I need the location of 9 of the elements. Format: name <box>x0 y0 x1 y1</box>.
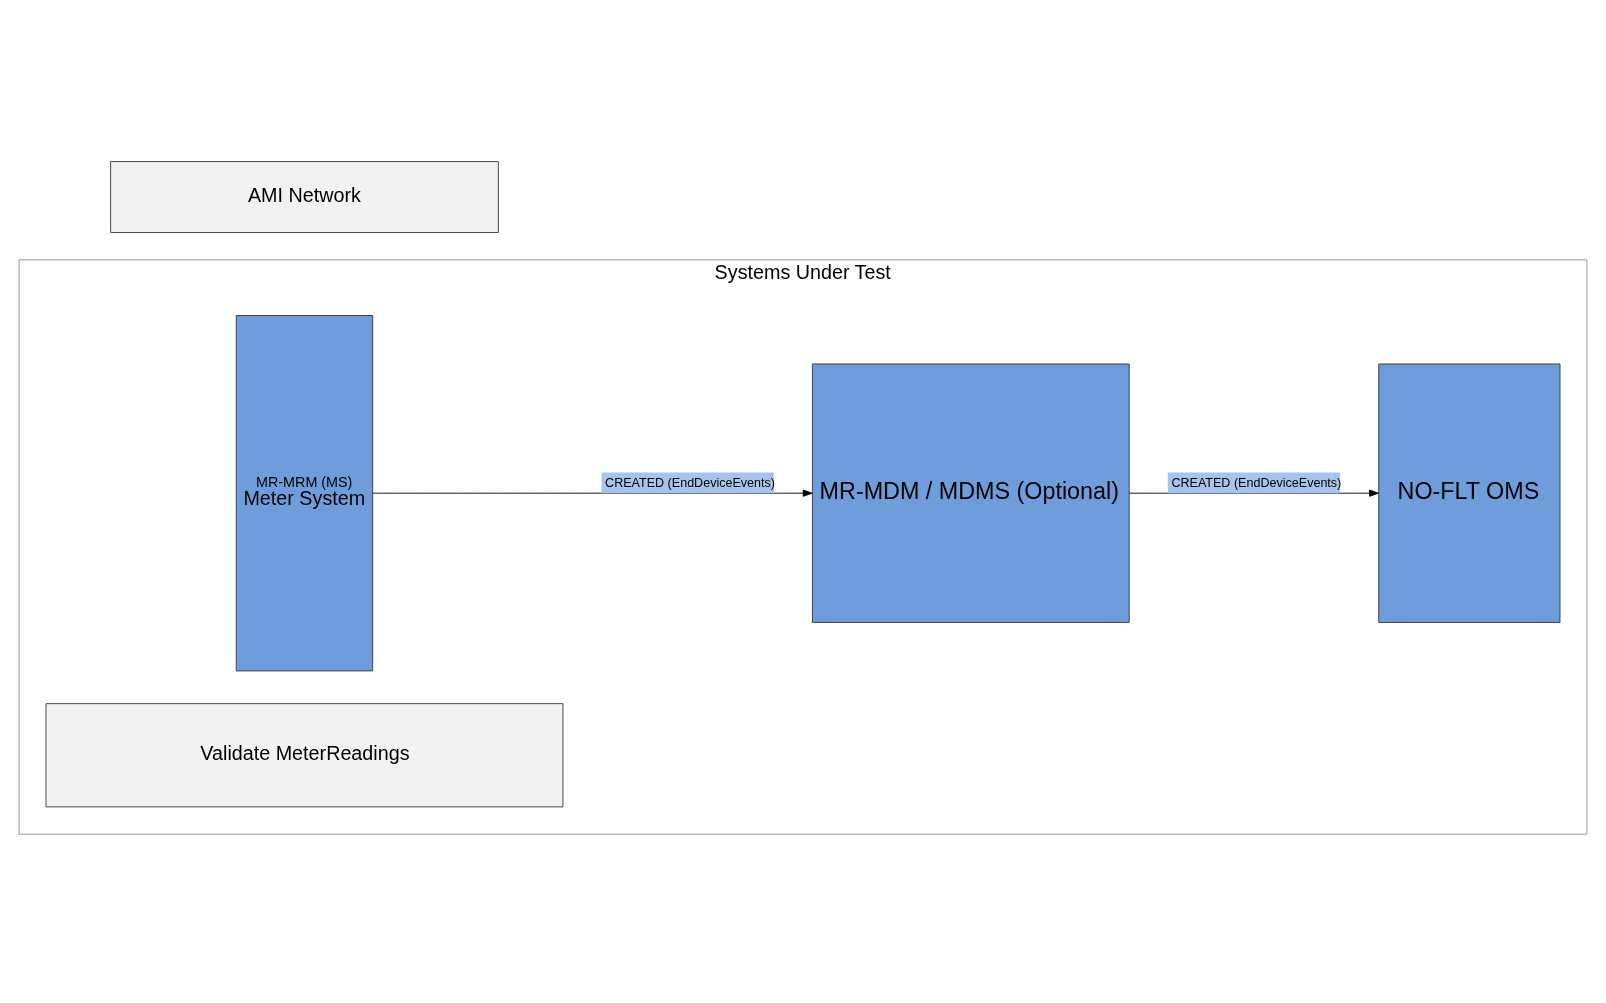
node-box: MR-MDM / MDMS (Optional) <box>811 363 1130 623</box>
node-box: MR-MRM (MS) Meter System <box>235 315 374 672</box>
arrow <box>372 489 813 497</box>
node-box: NO-FLT OMS <box>1378 363 1561 623</box>
edge-label: CREATED (EndDeviceEvents) <box>605 475 776 490</box>
arrow <box>1128 489 1379 497</box>
node-box: Validate MeterReadings <box>45 703 564 808</box>
node-box: AMI Network <box>110 161 499 233</box>
edge-label: CREATED (EndDeviceEvents) <box>1171 475 1342 490</box>
